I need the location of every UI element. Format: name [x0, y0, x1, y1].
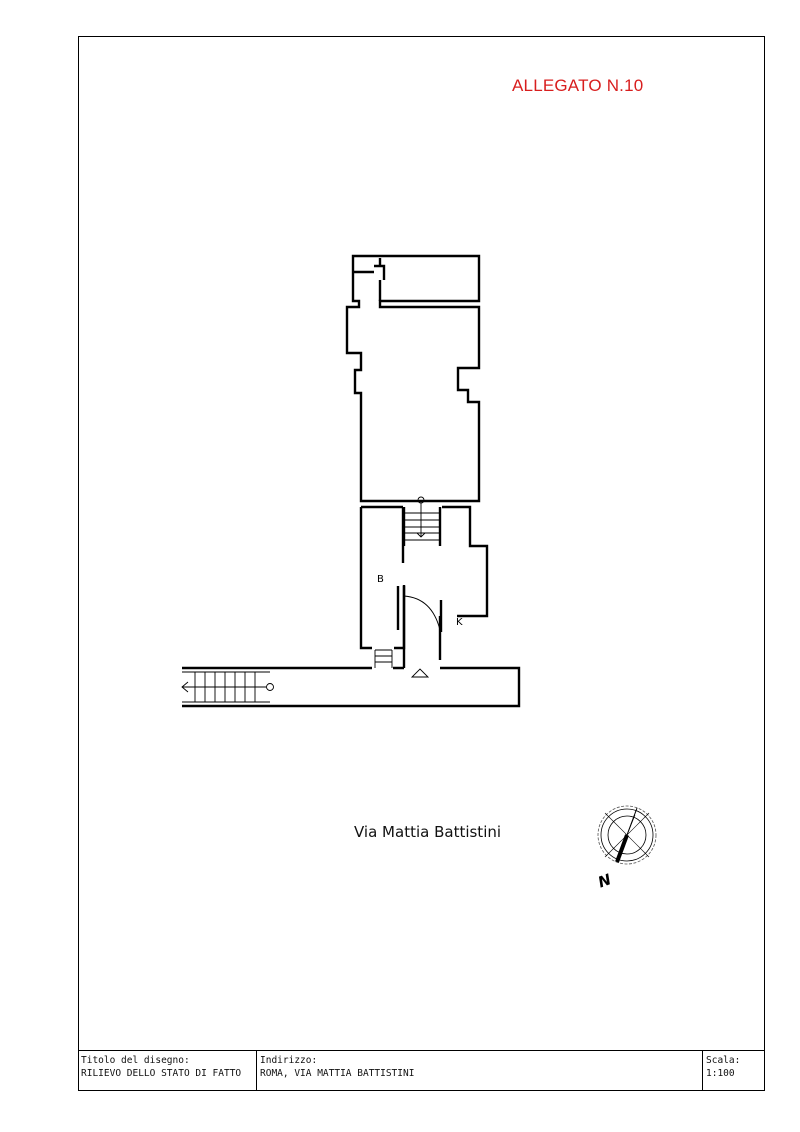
address-cell: Indirizzo: ROMA, VIA MATTIA BATTISTINI	[256, 1051, 702, 1091]
stair-walls	[402, 507, 442, 546]
north-label: N	[596, 870, 614, 891]
title-value: RILIEVO DELLO STATO DI FATTO	[81, 1068, 242, 1079]
address-label: Indirizzo:	[260, 1055, 318, 1066]
scale-label: Scala:	[706, 1055, 741, 1066]
external-stair	[181, 671, 270, 703]
corridor-wall	[396, 586, 406, 668]
door-swing	[403, 595, 441, 631]
room-label-k: K	[456, 617, 463, 628]
external-stair-circle	[266, 683, 274, 691]
entry-step	[374, 649, 393, 668]
niche-wall	[353, 258, 386, 301]
entry-arrow-icon	[410, 668, 430, 678]
north-arrow-icon	[597, 805, 657, 865]
scale-cell: Scala: 1:100	[702, 1051, 765, 1091]
address-value: ROMA, VIA MATTIA BATTISTINI	[260, 1068, 415, 1079]
title-label: Titolo del disegno:	[81, 1055, 190, 1066]
drawing-frame	[78, 36, 765, 1091]
room-label-b: B	[377, 574, 384, 585]
scale-value: 1:100	[706, 1068, 735, 1079]
lower-left-wall	[359, 505, 406, 650]
stair-start-circle	[417, 496, 425, 504]
title-block: Titolo del disegno: RILIEVO DELLO STATO …	[78, 1050, 765, 1091]
terrace-outline	[182, 666, 521, 708]
street-label: Via Mattia Battistini	[354, 823, 502, 841]
internal-stair	[404, 503, 440, 541]
annex-label: ALLEGATO N.10	[512, 76, 644, 95]
lower-right-wall	[438, 505, 489, 660]
upper-wall-outline	[345, 254, 481, 503]
title-cell: Titolo del disegno: RILIEVO DELLO STATO …	[78, 1051, 256, 1091]
